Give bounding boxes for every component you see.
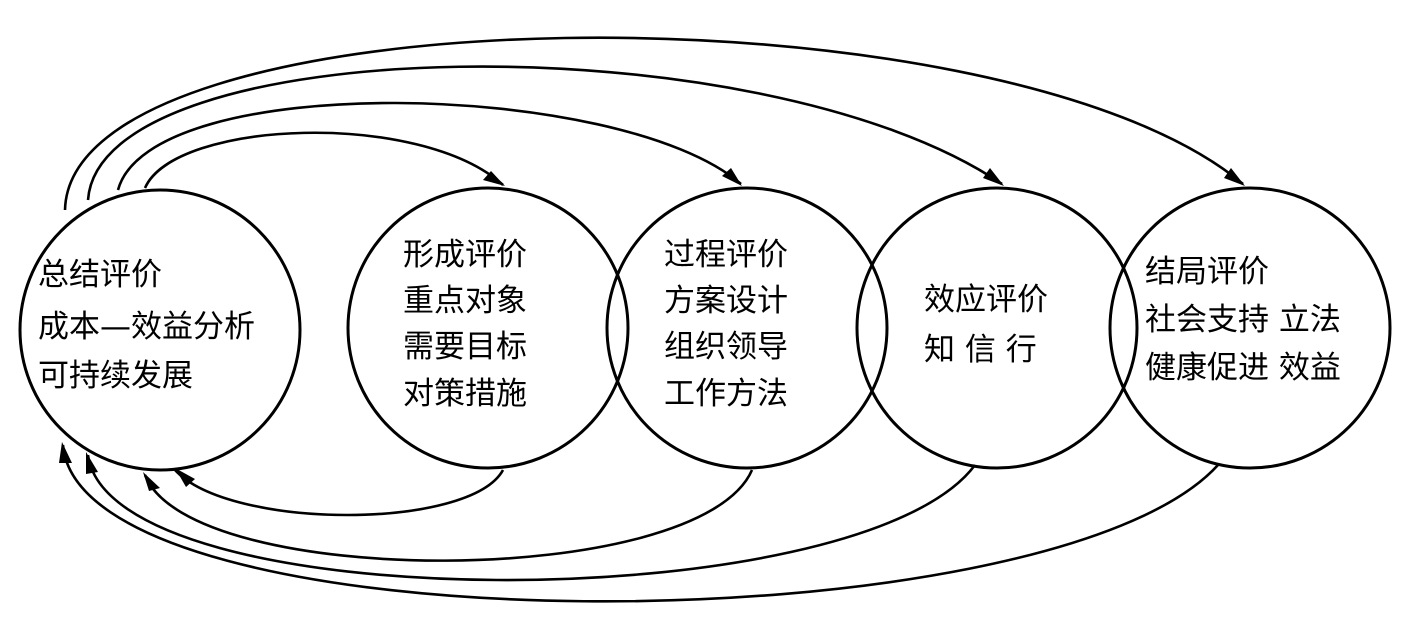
node-process-circle xyxy=(605,186,889,470)
node-formative-line: 需要目标 xyxy=(403,329,527,365)
node-effect-label: 效应评价 知 信 行 xyxy=(924,282,1058,368)
node-process-label: 过程评价 方案设计 组织领导 工作方法 xyxy=(664,237,798,412)
arrowhead-summary-to-effect xyxy=(983,168,1004,186)
arrowhead-effect-to-summary xyxy=(86,452,98,474)
edge-summary-to-outcome xyxy=(63,36,1244,211)
node-process-line: 过程评价 xyxy=(664,237,788,273)
node-process-line: 方案设计 xyxy=(664,283,788,319)
arrowhead-process-to-summary xyxy=(143,472,160,491)
arrowhead-summary-to-process xyxy=(722,168,742,186)
edge-formative-to-summary xyxy=(174,469,505,517)
node-outcome-label: 结局评价 社会支持 立法 健康促进 效益 xyxy=(1145,254,1351,386)
arrowhead-summary-to-outcome xyxy=(1224,168,1245,186)
node-summary-line: 成本—效益分析 xyxy=(38,309,255,345)
node-outcome-line: 社会支持 立法 xyxy=(1145,302,1341,338)
node-summary-line: 总结评价 xyxy=(38,257,162,293)
node-effect-circle xyxy=(855,186,1139,470)
node-summary-circle xyxy=(18,188,302,472)
edge-outcome-to-summary xyxy=(61,444,1219,603)
node-effect-line: 知 信 行 xyxy=(924,332,1037,368)
node-outcome-circle xyxy=(1108,186,1392,470)
node-formative-label: 形成评价 重点对象 需要目标 对策措施 xyxy=(403,237,537,412)
arrowhead-formative-to-summary xyxy=(175,468,195,487)
edge-summary-to-formative xyxy=(143,131,504,189)
node-summary-line: 可持续发展 xyxy=(38,358,193,394)
node-formative-circle xyxy=(346,186,630,470)
node-formative-line: 对策措施 xyxy=(403,376,527,412)
node-outcome-line: 结局评价 xyxy=(1145,254,1269,290)
node-process-line: 工作方法 xyxy=(664,376,788,412)
arrowhead-outcome-to-summary xyxy=(59,442,72,463)
node-formative-line: 形成评价 xyxy=(403,237,527,273)
node-process-line: 组织领导 xyxy=(664,329,788,365)
edge-summary-to-process xyxy=(116,101,742,191)
node-effect-line: 效应评价 xyxy=(924,282,1048,318)
edge-summary-to-effect xyxy=(86,65,1003,201)
arrowhead-summary-to-formative xyxy=(483,171,505,186)
node-outcome-line: 健康促进 效益 xyxy=(1145,350,1341,386)
edge-effect-to-summary xyxy=(86,454,977,582)
node-formative-line: 重点对象 xyxy=(403,283,527,319)
node-summary-label: 总结评价 成本—效益分析 可持续发展 xyxy=(38,257,265,394)
edge-process-to-summary xyxy=(143,469,754,562)
